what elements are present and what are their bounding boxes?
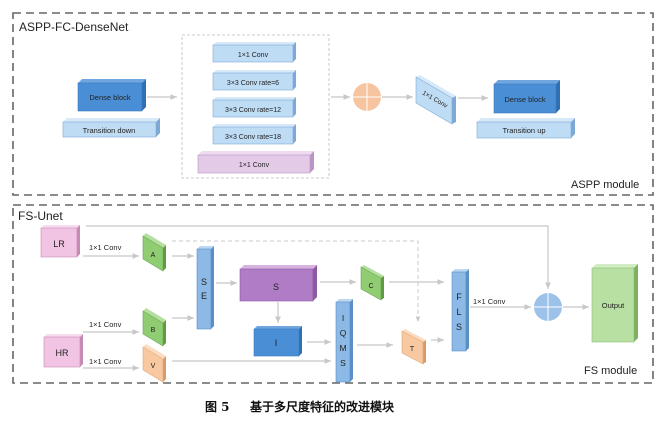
node-v: V [142,344,166,383]
sum-plus-icon [534,293,562,321]
conv-a-label: 1×1 Conv [89,243,122,252]
concat-plus-icon [353,83,381,111]
svg-text:HR: HR [56,348,69,358]
svg-text:I: I [275,338,278,348]
i-block: I [253,326,302,357]
node-b: B [142,308,166,347]
output-block: Output [591,264,638,343]
svg-text:1×1 Conv: 1×1 Conv [239,162,270,169]
lr-skip-connection [86,225,551,289]
svg-text:M: M [339,343,346,353]
fs-section-border [12,204,654,384]
svg-text:L: L [456,307,461,317]
aspp-branch-rate6: 3×3 Conv rate=6 [212,70,296,91]
svg-text:3×3 Conv rate=6: 3×3 Conv rate=6 [227,80,279,87]
aspp-module-label: ASPP module [571,179,639,191]
hr-input-block: HR [43,334,83,368]
node-a: A [142,233,166,272]
svg-text:V: V [151,363,156,370]
svg-text:C: C [368,283,373,290]
transition-down-block: Transition down [62,118,160,138]
svg-text:Output: Output [602,301,625,310]
node-t: T [401,329,426,365]
fuse-conv-block: 1×1 Conv [415,75,456,125]
fs-section-title: FS-Unet [18,209,63,223]
aspp-branch-rate18: 3×3 Conv rate=18 [212,124,296,145]
svg-text:S: S [456,322,462,332]
transition-up-block: Transition up [476,118,575,139]
conv-v-label: 1×1 Conv [89,357,122,366]
node-c: C [360,265,384,301]
svg-text:Transition up: Transition up [502,126,545,135]
svg-text:I: I [342,313,344,323]
iqms-block: I Q M S [335,299,353,383]
svg-text:Q: Q [340,328,347,338]
svg-text:B: B [151,327,156,334]
svg-text:Dense block: Dense block [504,95,546,104]
svg-text:Transition down: Transition down [83,126,136,135]
svg-text:E: E [201,291,207,301]
svg-text:1×1 Conv: 1×1 Conv [238,52,269,59]
aspp-branch-1x1: 1×1 Conv [212,42,296,63]
svg-text:F: F [456,292,462,302]
svg-text:3×3 Conv rate=12: 3×3 Conv rate=12 [225,107,281,114]
svg-text:S: S [273,282,279,292]
s-block: S [239,265,317,302]
a-dashed-connection [172,240,421,322]
fs-module-label: FS module [584,365,637,377]
figure-number: 图 5 [205,400,230,414]
se-block: S E [196,246,214,330]
svg-text:LR: LR [53,239,65,249]
conv-b-label: 1×1 Conv [89,320,122,329]
lr-input-block: LR [40,225,80,258]
left-dense-block: Dense block [77,79,146,112]
aspp-section-border [12,12,654,196]
aspp-branch-rate12: 3×3 Conv rate=12 [212,97,296,118]
svg-text:S: S [340,358,346,368]
svg-text:3×3 Conv rate=18: 3×3 Conv rate=18 [225,134,281,141]
fls-conv-label: 1×1 Conv [473,297,506,306]
fls-block: F L S [451,269,469,352]
svg-text:A: A [151,252,156,259]
svg-text:T: T [410,346,415,353]
right-dense-block: Dense block [493,80,560,114]
svg-text:Dense block: Dense block [89,93,131,102]
aspp-section-title: ASPP-FC-DenseNet [19,20,129,34]
figure-caption: 基于多尺度特征的改进模块 [249,399,395,414]
aspp-pooling-branch: 1×1 Conv [197,151,314,174]
svg-text:S: S [201,277,207,287]
